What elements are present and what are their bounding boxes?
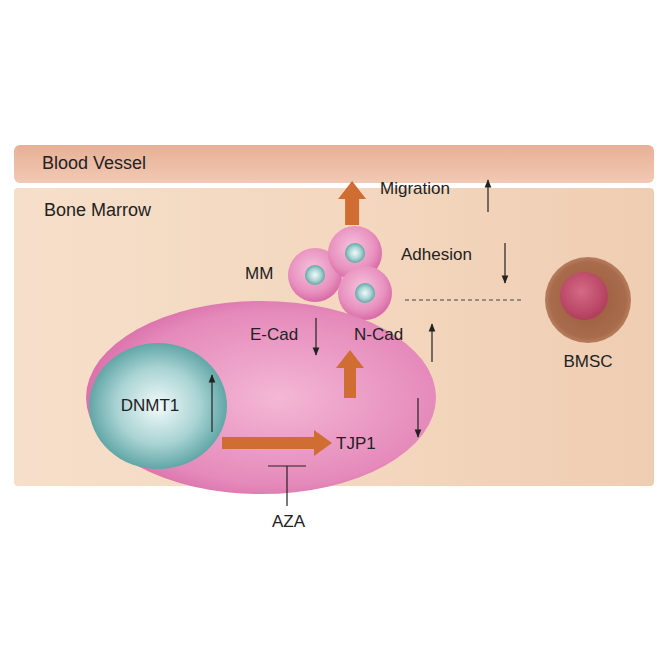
cell-label: BMSC [563, 352, 612, 372]
blood-vessel-band: Blood Vessel [14, 145, 654, 183]
migration-arrow [487, 180, 488, 212]
adhesion-dashed-line [405, 300, 522, 301]
protein-label: E-Cad [250, 325, 298, 345]
drug-label: AZA [272, 512, 305, 532]
migration-arrow [338, 181, 366, 225]
dnmt1-up-arrow [211, 375, 212, 432]
nucleus: DNMT1 [88, 342, 228, 470]
bmsc-cell-outline [544, 256, 632, 344]
aza-inhibition-stem [286, 466, 287, 506]
adhesion-arrow [504, 243, 505, 283]
mm-cell: E-Cad N-CadTJP1 DNMT1 [85, 300, 437, 495]
dnmt1-to-tjp1-arrow [222, 430, 332, 456]
region-title: Bone Marrow [44, 200, 151, 222]
cell-label: MM [245, 264, 273, 284]
protein-label: N-Cad [354, 325, 403, 345]
band-title: Blood Vessel [42, 153, 146, 175]
process-label: Migration [380, 179, 450, 199]
aza-inhibition-bar [268, 465, 306, 466]
ncad-up-arrow [431, 324, 432, 362]
process-label: Adhesion [401, 245, 472, 265]
ecad-down-arrow [315, 318, 316, 355]
bmsc-cell: BMSC [544, 256, 632, 344]
nucleus-label: DNMT1 [121, 396, 180, 416]
protein-label: TJP1 [336, 434, 376, 454]
tjp1-down-arrow [417, 398, 418, 437]
bone-marrow-region: Bone MarrowMM BMSC E-Cad N-CadTJP1 DNMT1 [14, 188, 654, 486]
tjp1-to-ncad-arrow [336, 350, 364, 398]
